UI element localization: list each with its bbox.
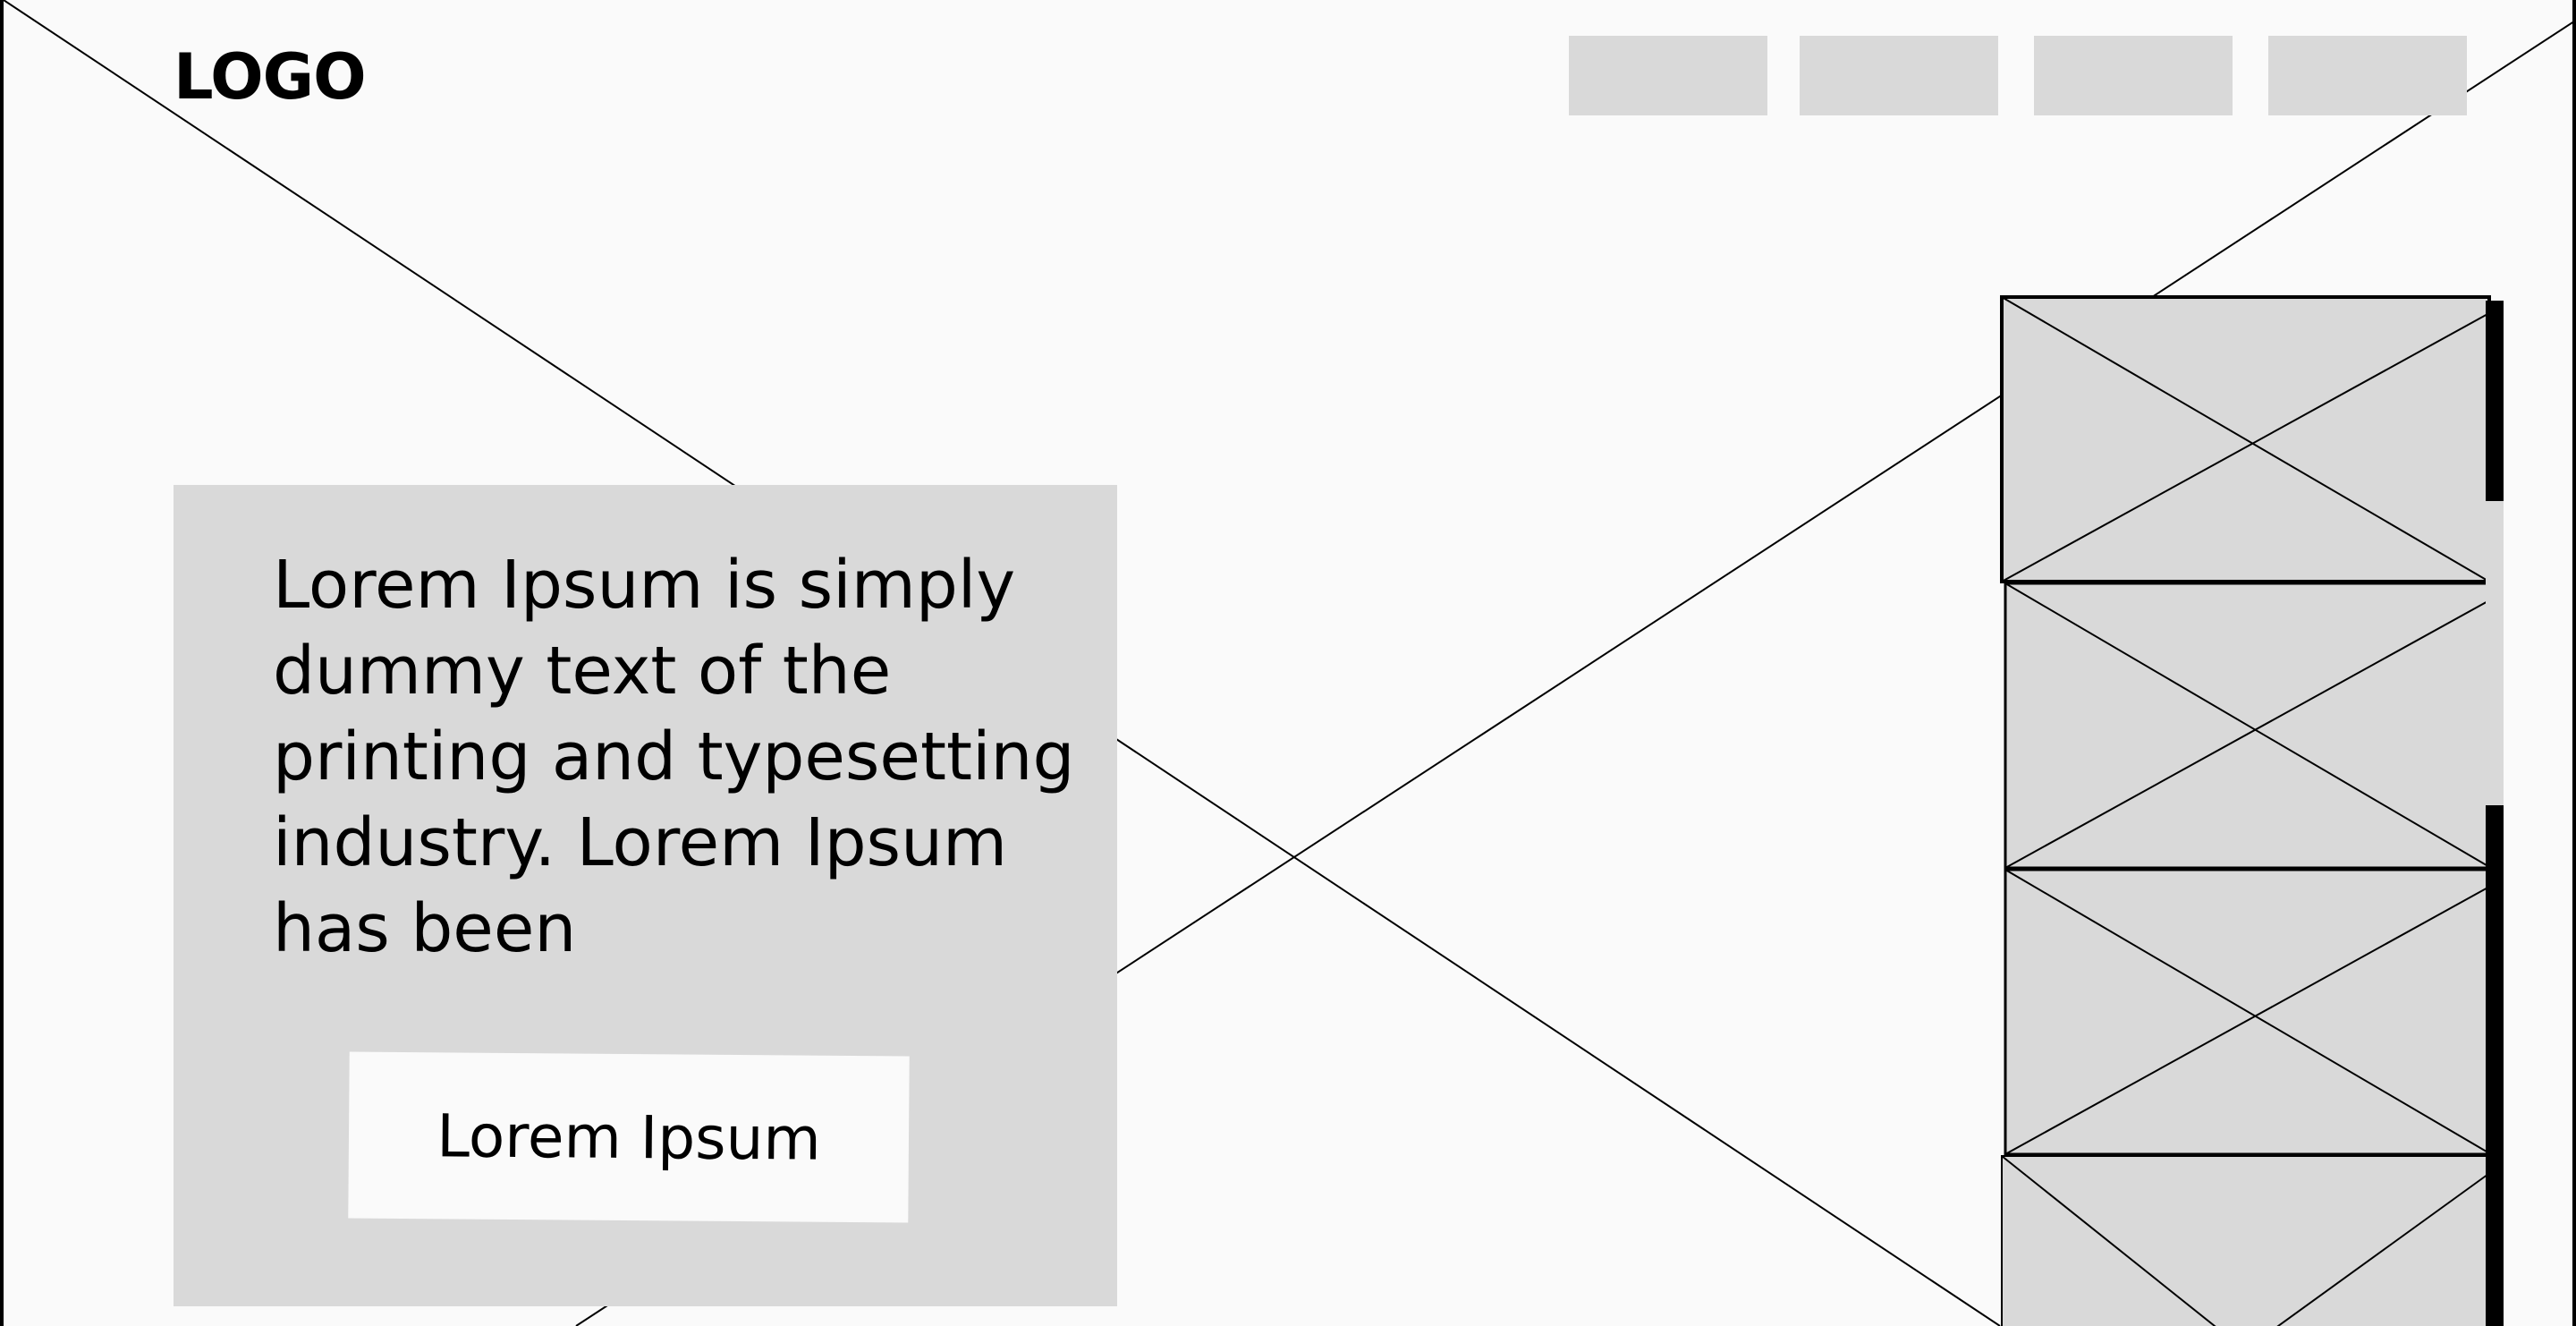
thumbnail-carousel [2000, 295, 2508, 1326]
carousel-slides [2000, 295, 2493, 1326]
carousel-slide-4[interactable] [2001, 1155, 2492, 1326]
hero-card: Lorem Ipsum is simply dummy text of the … [174, 485, 1117, 1306]
nav-item-1[interactable] [1569, 36, 1767, 115]
carousel-slide-2[interactable] [2004, 582, 2493, 870]
nav-item-3[interactable] [2034, 36, 2233, 115]
hero-headline: Lorem Ipsum is simply dummy text of the … [273, 547, 1075, 967]
scrollbar-thumb[interactable] [2486, 805, 2504, 1326]
nav-item-4[interactable] [2268, 36, 2467, 115]
logo[interactable]: LOGO [174, 40, 367, 114]
carousel-slide-3[interactable] [2004, 868, 2493, 1156]
scrollbar-segment [2486, 301, 2504, 501]
carousel-scrollbar[interactable] [2486, 301, 2504, 1326]
cta-button[interactable]: Lorem Ipsum [348, 1051, 910, 1223]
carousel-slide-1[interactable] [2000, 295, 2491, 583]
nav-item-2[interactable] [1800, 36, 1998, 115]
